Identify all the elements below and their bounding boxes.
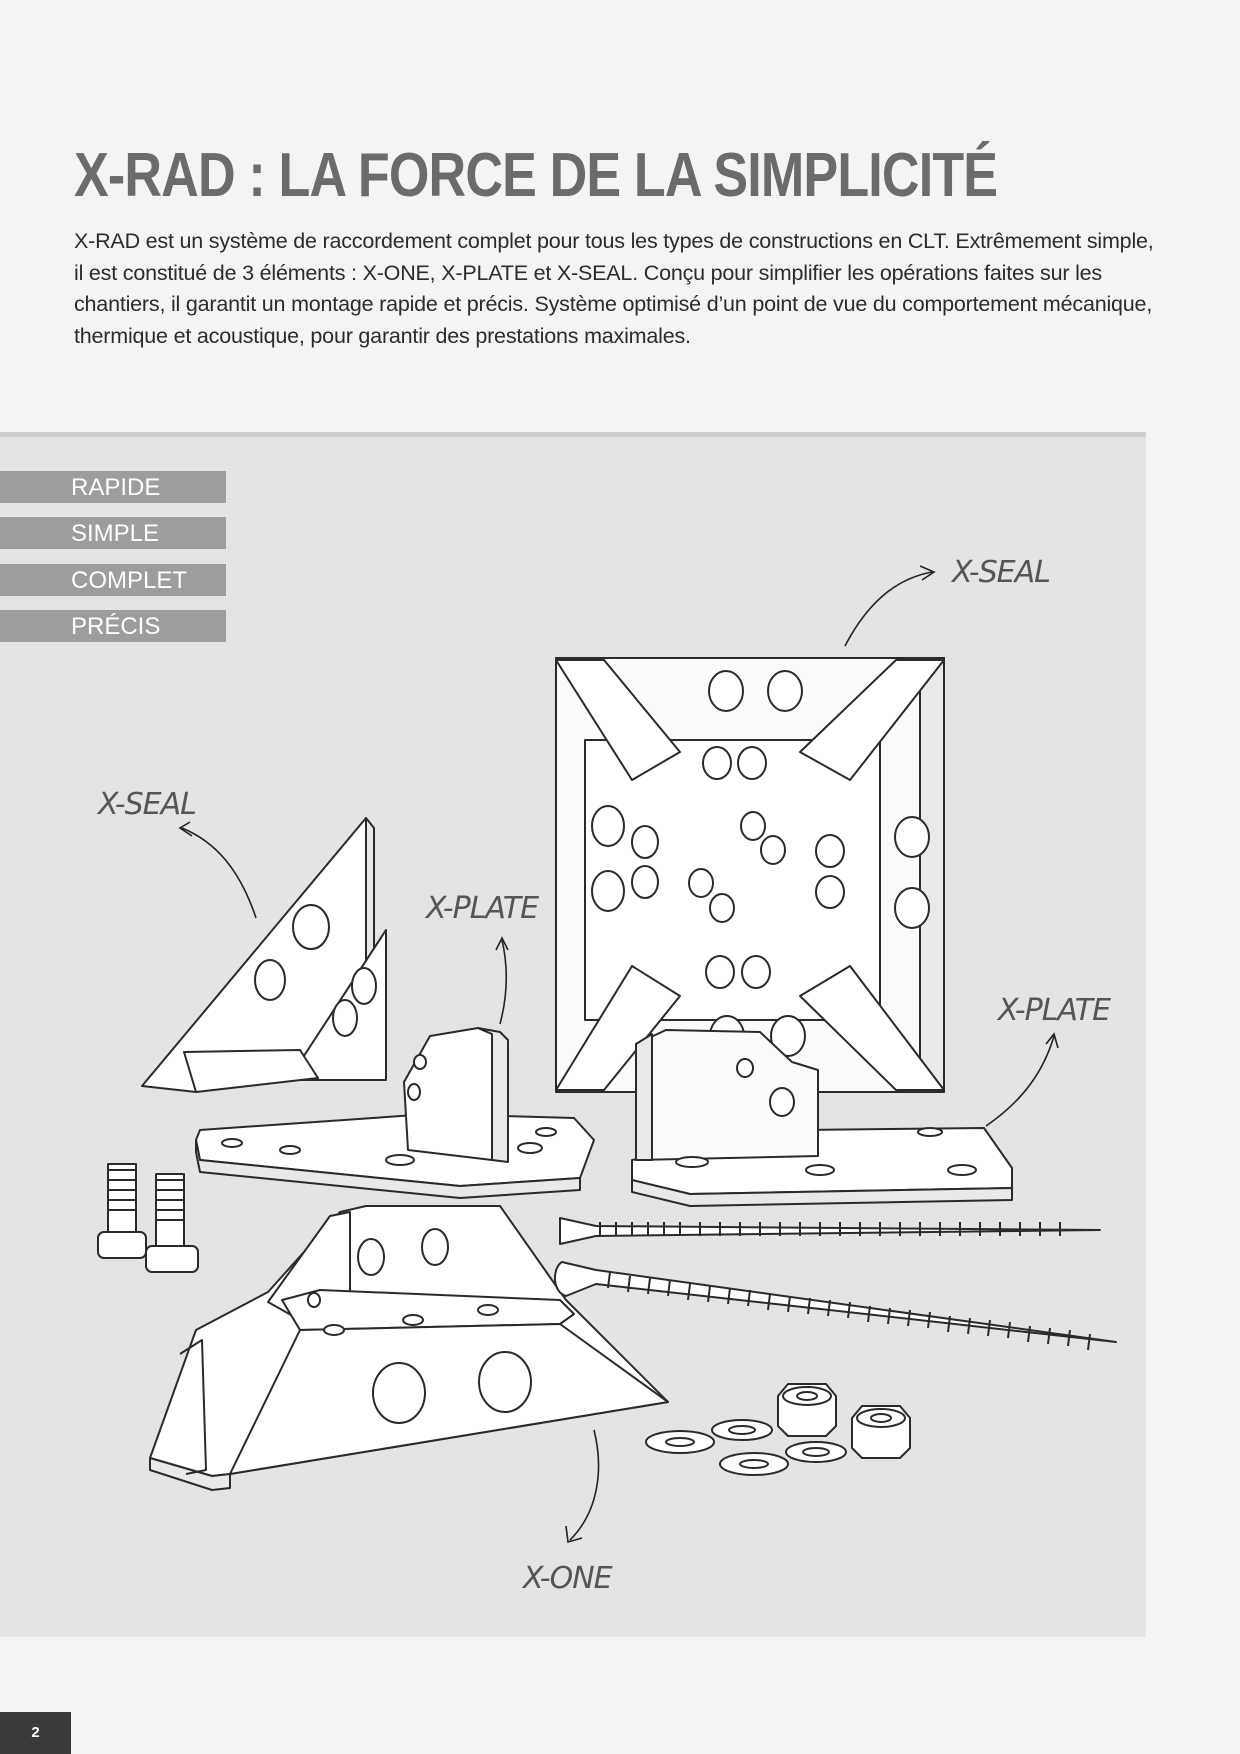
- label-x-seal-left: X-SEAL: [96, 787, 196, 822]
- x-plate-right-illustration: [631, 1029, 1013, 1207]
- label-x-plate-right: X-PLATE: [996, 993, 1111, 1028]
- tag-rapide: RAPIDE: [0, 471, 226, 503]
- page-number: 2: [0, 1712, 71, 1754]
- tag-precis: PRÉCIS: [0, 610, 226, 642]
- tag-complet: COMPLET: [0, 564, 226, 596]
- x-seal-plate-illustration: [555, 657, 945, 1093]
- label-x-plate-center: X-PLATE: [424, 891, 539, 926]
- label-x-one: X-ONE: [521, 1561, 613, 1596]
- tag-simple: SIMPLE: [0, 517, 226, 549]
- x-one-illustration: [149, 1205, 669, 1491]
- bolts-illustration: [97, 1163, 199, 1273]
- intro-paragraph: X-RAD est un système de raccordement com…: [74, 229, 1154, 348]
- washers-nuts-illustration: [645, 1383, 911, 1476]
- x-seal-triangle-illustration: [141, 817, 387, 1093]
- page-title: X-RAD : LA FORCE DE LA SIMPLICITÉ: [74, 141, 998, 210]
- label-x-seal-top: X-SEAL: [950, 555, 1050, 590]
- pointer-arrows: [178, 565, 1059, 1544]
- x-plate-center-illustration: [195, 1027, 595, 1199]
- screws-illustration: [554, 1217, 1117, 1351]
